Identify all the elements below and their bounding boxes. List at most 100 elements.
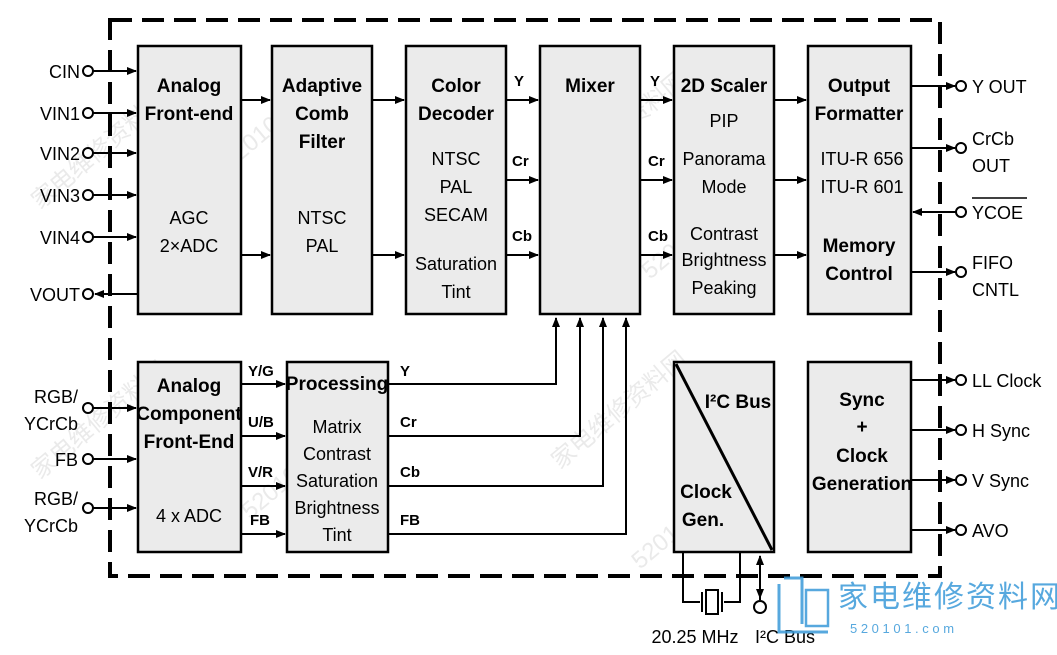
color-decoder-body-1: NTSC — [432, 149, 481, 169]
pin-crcb-label-2: OUT — [972, 156, 1010, 176]
bottom-row-connections: Y/G U/B V/R FB Y Cr Cb FB — [241, 317, 630, 538]
comp-fe-title-2: Component — [136, 404, 242, 425]
processing-body-2: Contrast — [303, 444, 371, 464]
sig-y-2: Y — [650, 73, 660, 90]
sig-cb-1: Cb — [512, 228, 532, 245]
sig-ub: U/B — [248, 414, 274, 431]
proc-fb-to-mixer — [388, 317, 630, 535]
processing-body-5: Tint — [322, 525, 351, 545]
comb-title-2: Comb — [295, 104, 349, 125]
sig-cr-2: Cr — [648, 153, 665, 170]
pin-avo-label: AVO — [972, 521, 1009, 541]
sync-title-1: Sync — [839, 390, 885, 411]
proc-y-to-mixer — [388, 317, 560, 385]
watermark-tile: 家电维修资料网 — [547, 346, 693, 475]
pin-hsync-label: H Sync — [972, 421, 1030, 441]
pin-crcb-out — [955, 142, 967, 154]
scaler-body-5: Brightness — [681, 250, 766, 270]
color-decoder-body-3: SECAM — [424, 205, 488, 225]
scaler-body-1: PIP — [709, 111, 738, 131]
i2c-bus-label: I²C Bus — [705, 392, 772, 413]
pin-fifo-label-2: CNTL — [972, 280, 1019, 300]
proc-cr-to-mixer — [388, 317, 584, 437]
processing-body-4: Brightness — [294, 498, 379, 518]
right-pins: Y OUT CrCb OUT YCOE FIFO CNTL LL Clock H… — [911, 77, 1042, 541]
pin-rgb2-label-1: RGB/ — [34, 489, 78, 509]
sig-yg: Y/G — [248, 363, 274, 380]
pin-rgb2-label-2: YCrCb — [24, 516, 78, 536]
analog-front-end-block: Analog Front-end AGC 2×ADC — [136, 44, 243, 316]
processing-body-1: Matrix — [313, 417, 362, 437]
left-pins: CIN VIN1 VIN2 VIN3 VIN4 VOUT RGB/ YCrCb … — [24, 62, 138, 536]
sync-title-2: + — [856, 417, 867, 438]
crystal-wire-left — [682, 552, 700, 603]
comb-title-1: Adaptive — [282, 76, 362, 97]
output-formatter-block: Output Formatter ITU-R 656 ITU-R 601 Mem… — [806, 44, 913, 316]
processing-block: Processing Matrix Contrast Saturation Br… — [285, 360, 390, 554]
clock-gen-label-1: Clock — [680, 482, 732, 503]
i2c-bus-pin-label: I²C Bus — [755, 627, 815, 647]
pin-v-sync — [955, 474, 967, 486]
analog-component-front-end-block: Analog Component Front-End 4 x ADC — [136, 360, 242, 554]
pin-vin1 — [82, 107, 94, 119]
clock-gen-label-2: Gen. — [682, 510, 724, 531]
sig-y-3: Y — [400, 363, 410, 380]
chip-boundary — [108, 18, 942, 578]
pin-fifo-cntl — [955, 266, 967, 278]
comp-fe-title-1: Analog — [157, 376, 221, 397]
pin-vin4-label: VIN4 — [40, 228, 80, 248]
memory-control-title-1: Memory — [823, 236, 896, 257]
processing-title: Processing — [286, 374, 388, 395]
pin-vin3 — [82, 189, 94, 201]
pin-ycoe — [955, 206, 967, 218]
pin-vin2-label: VIN2 — [40, 144, 80, 164]
proc-cb-to-mixer — [388, 317, 607, 487]
out-fmt-body-2: ITU-R 601 — [820, 177, 903, 197]
color-decoder-body-2: PAL — [440, 177, 473, 197]
pin-yout-label: Y OUT — [972, 77, 1027, 97]
analog-fe-body-2: 2×ADC — [160, 236, 219, 256]
scaler-title: 2D Scaler — [681, 76, 768, 97]
pin-yout — [955, 80, 967, 92]
pin-i2c-bus — [753, 600, 767, 614]
color-decoder-title-1: Color — [431, 76, 481, 97]
pin-crcb-label-1: CrCb — [972, 129, 1014, 149]
comb-body-1: NTSC — [298, 208, 347, 228]
sig-y-1: Y — [514, 73, 524, 90]
out-fmt-title-2: Formatter — [815, 104, 904, 125]
analog-fe-title-2: Front-end — [145, 104, 234, 125]
sync-title-4: Generation — [812, 474, 912, 495]
top-row-connections: Y Cr Cb Y Cr Cb — [241, 73, 807, 259]
pin-ll-clock — [955, 374, 967, 386]
sig-cr-3: Cr — [400, 414, 417, 431]
comp-fe-body-1: 4 x ADC — [156, 506, 222, 526]
pin-rgb2 — [82, 502, 94, 514]
comb-body-2: PAL — [306, 236, 339, 256]
sig-cr-1: Cr — [512, 153, 529, 170]
out-fmt-body-1: ITU-R 656 — [820, 149, 903, 169]
adaptive-comb-filter-block: Adaptive Comb Filter NTSC PAL — [270, 44, 374, 316]
sync-clock-generation-block: Sync + Clock Generation — [806, 360, 913, 554]
analog-fe-body-1: AGC — [169, 208, 208, 228]
crystal-freq-label: 20.25 MHz — [651, 627, 738, 647]
sig-cb-2: Cb — [648, 228, 668, 245]
processing-body-3: Saturation — [296, 471, 378, 491]
sig-fb-2: FB — [400, 512, 420, 529]
scaler-body-2: Panorama — [682, 149, 766, 169]
mixer-block: Mixer — [538, 44, 642, 316]
pin-vout — [82, 288, 94, 300]
sig-cb-3: Cb — [400, 464, 420, 481]
brand-watermark: 家电维修资料网 5 2 0 1 0 1 . c o m — [777, 576, 1057, 636]
pin-fb — [82, 453, 94, 465]
pin-h-sync — [955, 424, 967, 436]
scaler-body-3: Mode — [701, 177, 746, 197]
2d-scaler-block: 2D Scaler PIP Panorama Mode Contrast Bri… — [672, 44, 776, 316]
crystal-wire-right — [724, 552, 741, 603]
color-decoder-block: Color Decoder NTSC PAL SECAM Saturation … — [404, 44, 508, 316]
scaler-body-4: Contrast — [690, 224, 758, 244]
out-fmt-title-1: Output — [828, 76, 891, 97]
pin-rgb1-label-1: RGB/ — [34, 387, 78, 407]
pin-ycoe-label: YCOE — [972, 203, 1023, 223]
